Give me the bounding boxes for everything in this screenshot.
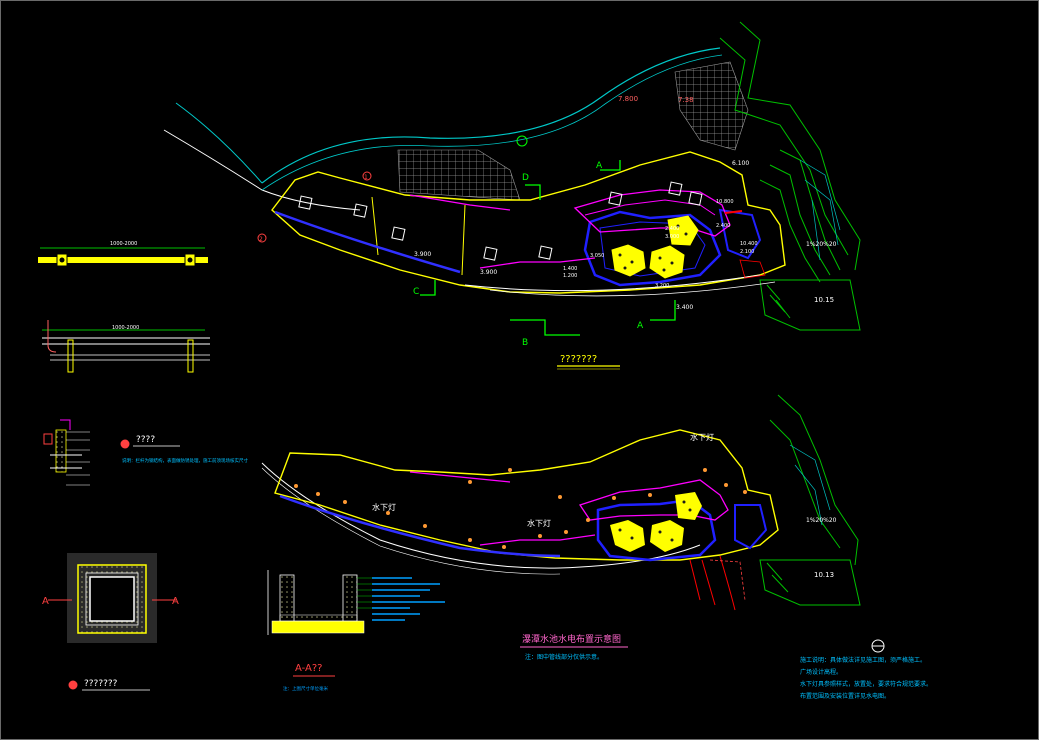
note-line-1: 施工说明：具体做法详见施工图，须严格施工。 — [800, 656, 926, 664]
elev-right-4: 2.100 — [740, 249, 754, 255]
slope-label-bottom: 1%20%20 — [806, 517, 837, 524]
notes-block: 施工说明：具体做法详见施工图，须严格施工。 广场设计高程。 水下灯具参照样式，放… — [800, 639, 932, 700]
section-a-top-label: A — [596, 161, 603, 171]
plan-detail-section-left: A — [42, 596, 49, 607]
section-a-bottom-label: A — [637, 321, 644, 331]
elev-bottom: 3.400 — [676, 304, 693, 311]
plan-bottom-note: 注：图中管线部分仅供示意。 — [525, 653, 603, 661]
rail-dim-2: 1000-2000 — [112, 325, 139, 331]
elev-mid-a: 2.400 — [665, 226, 679, 232]
section-detail: A-A?? 注：上图尺寸单位毫米 — [267, 570, 445, 692]
rail-section: ???? 说明：栏杆为钢结构，表面做防锈处理，施工前须现场核实尺寸 — [43, 419, 248, 486]
section-d-label: D — [522, 173, 529, 183]
elev-right-1: 10.800 — [716, 199, 734, 205]
plan-top: A A B C D 7.800 7.38 6.100 3.900 3.900 3… — [163, 21, 861, 370]
note-line-2: 广场设计高程。 — [800, 668, 842, 676]
tag-label-bottom: 10.13 — [814, 571, 834, 579]
rail-detail: 1000-2000 1000-2000 — [38, 241, 210, 373]
section-c-label: C — [413, 287, 419, 297]
plan-detail-section-right: A — [172, 596, 179, 607]
rail-dim-1: 1000-2000 — [110, 241, 137, 247]
lamp-label-3: 水下灯 — [690, 432, 714, 442]
section-b-label: B — [522, 338, 528, 348]
rail-detail-note: 说明：栏杆为钢结构，表面做防锈处理，施工前须现场核实尺寸 — [122, 457, 248, 464]
lamp-label-2: 水下灯 — [527, 518, 551, 528]
plan-bottom: 水下灯 水下灯 水下灯 10.13 1%20%20 瀑潭水池水电布置示意图 注：… — [261, 394, 861, 661]
tag-label-top: 10.15 — [814, 296, 834, 304]
lamp-label-1: 水下灯 — [372, 502, 396, 512]
elev-right-2: 10.400 — [740, 241, 758, 247]
marker-1: 1 — [364, 174, 368, 181]
note-line-3: 水下灯具参照样式，放置处，要求符合规范要求。 — [800, 680, 932, 688]
section-detail-title: A-A?? — [295, 663, 322, 674]
marker-2: 2 — [259, 236, 263, 243]
elev-right-3: 2.400 — [716, 223, 730, 229]
slope-label-top: 1%20%20 — [806, 241, 837, 248]
plan-detail-title: ??????? — [84, 679, 118, 689]
elev-main: 6.100 — [732, 160, 749, 167]
plan-bottom-title: 瀑潭水池水电布置示意图 — [522, 633, 621, 645]
elev-pool-2: 1.200 — [563, 273, 577, 279]
elev-pool-1: 1.400 — [563, 266, 577, 272]
section-detail-note: 注：上图尺寸单位毫米 — [283, 685, 328, 692]
elev-left-2: 3.900 — [480, 269, 497, 276]
plan-detail: A A ??????? — [42, 553, 179, 691]
elev-pool-4: 3.200 — [655, 283, 669, 289]
elev-mid-b: 3.000 — [665, 234, 679, 240]
plan-top-title: ??????? — [560, 354, 597, 365]
elev-left-1: 3.900 — [414, 251, 431, 258]
note-line-4: 布置范围及安装位置详见水电图。 — [800, 692, 890, 700]
rail-detail-title: ???? — [136, 435, 155, 445]
elev-pool-3: 3.050 — [590, 253, 604, 259]
elev-top-a: 7.800 — [618, 95, 638, 103]
elev-top-b: 7.38 — [678, 96, 694, 104]
